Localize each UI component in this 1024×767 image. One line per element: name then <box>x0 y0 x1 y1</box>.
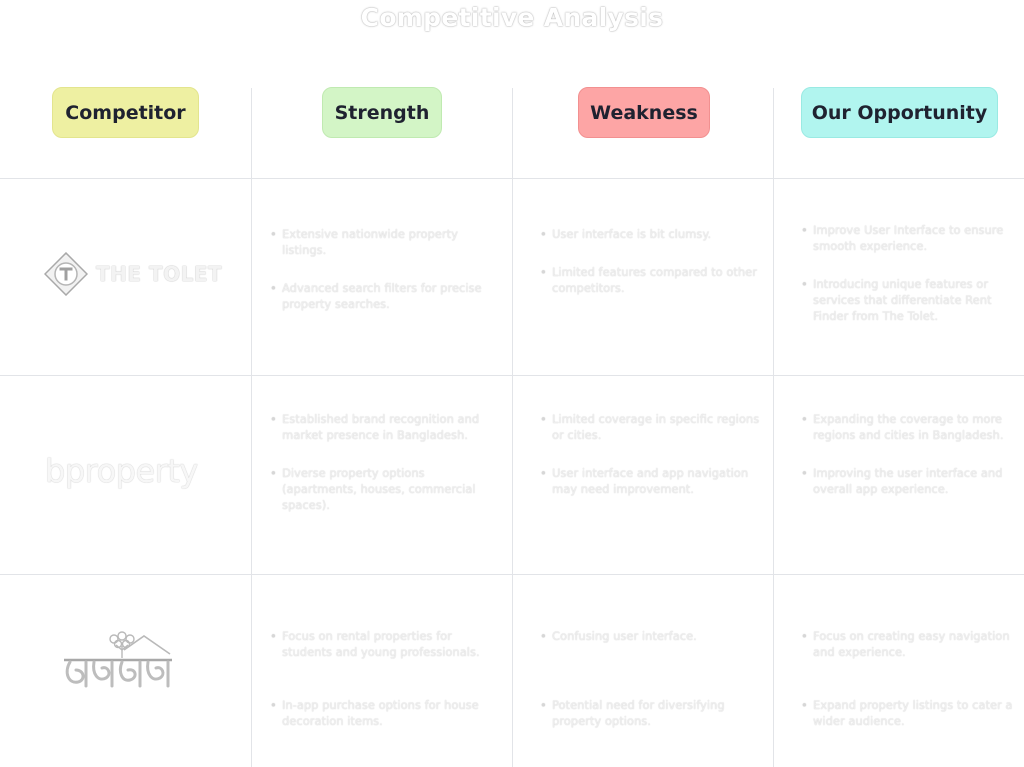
header-strength: Strength <box>322 87 442 138</box>
list-item: Limited coverage in specific regions or … <box>540 411 760 443</box>
list-item: Potential need for diversifying property… <box>540 697 760 729</box>
list-item: Introducing unique features or services … <box>801 276 1013 324</box>
list-item: Established brand recognition and market… <box>270 411 498 443</box>
opportunity-list-bproperty: Expanding the coverage to more regions a… <box>801 411 1013 519</box>
column-divider-1 <box>251 88 252 767</box>
header-opportunity: Our Opportunity <box>801 87 998 138</box>
list-item: Diverse property options (apartments, ho… <box>270 465 498 513</box>
competitor-name: THE TOLET <box>96 262 223 286</box>
list-item: Expand property listings to cater a wide… <box>801 697 1013 729</box>
tolet-diamond-logo-icon <box>44 252 88 296</box>
strength-list-bproperty: Established brand recognition and market… <box>270 411 498 535</box>
list-item: Improve User Interface to ensure smooth … <box>801 222 1013 254</box>
opportunity-list-tolet: Improve User Interface to ensure smooth … <box>801 222 1013 346</box>
list-item: Focus on creating easy navigation and ex… <box>801 628 1013 660</box>
competitor-logo-bproperty: bproperty <box>45 452 198 490</box>
page-title: Competitive Analysis <box>360 3 664 32</box>
bari-dibo-tree-house-logo <box>64 631 172 688</box>
list-item: Extensive nationwide property listings. <box>270 226 495 258</box>
list-item: In-app purchase options for house decora… <box>270 697 498 729</box>
list-item: Limited features compared to other compe… <box>540 264 760 296</box>
list-item: Focus on rental properties for students … <box>270 628 498 660</box>
strength-list-tolet: Extensive nationwide property listings. … <box>270 226 495 334</box>
weakness-list-bproperty: Limited coverage in specific regions or … <box>540 411 760 519</box>
weakness-list-tolet: User interface is bit clumsy. Limited fe… <box>540 226 760 318</box>
weakness-list-bari-dibo: Confusing user interface. Potential need… <box>540 628 760 751</box>
header-weakness: Weakness <box>578 87 710 138</box>
column-divider-2 <box>512 88 513 767</box>
list-item: User interface is bit clumsy. <box>540 226 760 242</box>
competitor-logo-bari-dibo <box>60 628 176 696</box>
strength-list-bari-dibo: Focus on rental properties for students … <box>270 628 498 751</box>
header-competitor: Competitor <box>52 87 199 138</box>
list-item: Advanced search filters for precise prop… <box>270 280 495 312</box>
column-divider-3 <box>773 88 774 767</box>
list-item: Improving the user interface and overall… <box>801 465 1013 497</box>
list-item: Expanding the coverage to more regions a… <box>801 411 1013 443</box>
competitor-logo-tolet: THE TOLET <box>44 252 222 296</box>
list-item: User interface and app navigation may ne… <box>540 465 760 497</box>
list-item: Confusing user interface. <box>540 628 760 644</box>
opportunity-list-bari-dibo: Focus on creating easy navigation and ex… <box>801 628 1013 751</box>
